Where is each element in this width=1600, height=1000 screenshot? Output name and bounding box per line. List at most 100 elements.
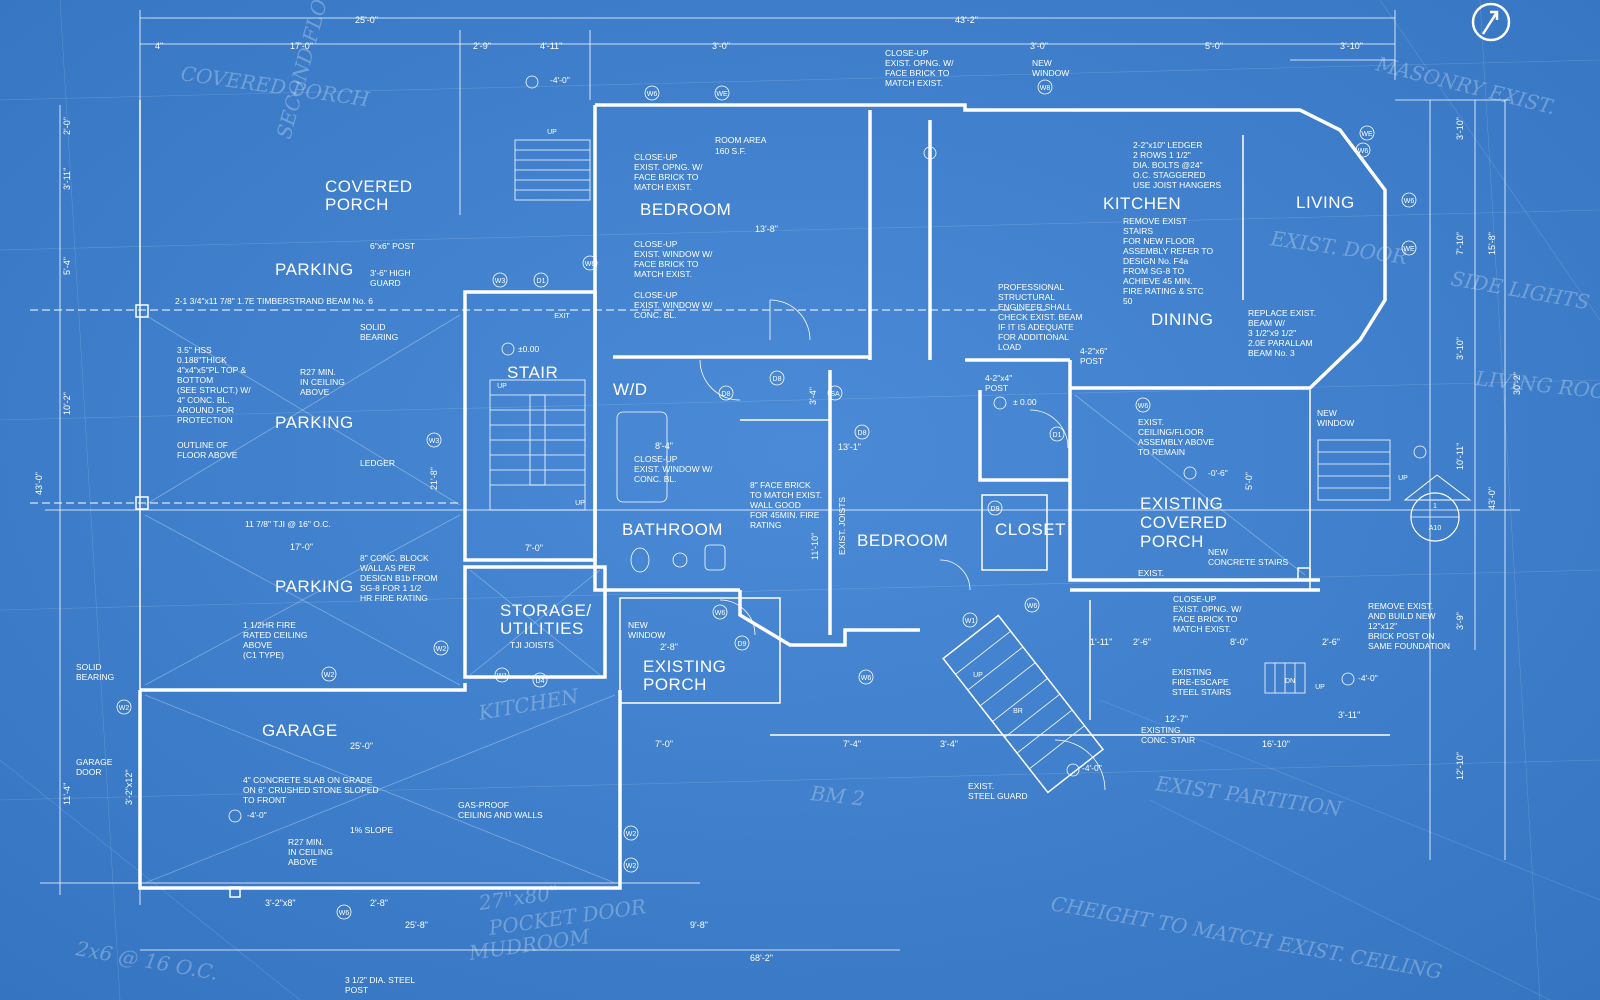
svg-text:IF IT IS ADEQUATE: IF IT IS ADEQUATE <box>998 322 1074 332</box>
room-dining: DINING <box>1151 310 1214 329</box>
note-post-4x4: 4-2"x4" POST <box>985 373 1012 393</box>
svg-text:REPLACE EXIST.: REPLACE EXIST. <box>1248 308 1316 318</box>
elevation-markers <box>228 75 1427 823</box>
svg-text:FOR NEW FLOOR: FOR NEW FLOOR <box>1123 236 1195 246</box>
svg-text:1'-11": 1'-11" <box>1090 637 1112 647</box>
note-outline: OUTLINE OF FLOOR ABOVE <box>177 440 238 460</box>
note-slope: 1% SLOPE <box>350 825 393 835</box>
svg-text:4'-11": 4'-11" <box>540 41 562 51</box>
svg-text:12'-7": 12'-7" <box>1165 714 1188 724</box>
tag-up-6: UP <box>973 672 983 679</box>
svg-text:3'-6" HIGH: 3'-6" HIGH <box>370 268 411 278</box>
svg-text:11'-4": 11'-4" <box>62 783 72 805</box>
svg-text:8" CONC. BLOCK: 8" CONC. BLOCK <box>360 553 429 563</box>
room-storage-line2: UTILITIES <box>500 619 584 638</box>
section-marker-a10 <box>1403 474 1472 542</box>
svg-text:12'-10": 12'-10" <box>1455 752 1465 780</box>
svg-text:2'-8": 2'-8" <box>370 898 388 908</box>
svg-text:3'-4": 3'-4" <box>940 739 958 749</box>
svg-text:EXIST. OPNG. W/: EXIST. OPNG. W/ <box>634 162 703 172</box>
note-guard: 3'-6" HIGH GUARD <box>370 268 411 288</box>
note-remove-stairs: REMOVE EXIST STAIRS FOR NEW FLOOR ASSEMB… <box>1123 216 1213 306</box>
tag-d1: D1 <box>1049 426 1065 442</box>
note-elev-5: -4'-0" <box>247 810 267 820</box>
tag-w6: W6 <box>858 669 874 685</box>
svg-text:POST: POST <box>985 383 1008 393</box>
note-r27-1: R27 MIN. IN CEILING ABOVE <box>300 367 345 397</box>
svg-text:BEARING: BEARING <box>360 332 398 342</box>
tag-up-3: UP <box>575 500 585 507</box>
svg-text:CONC. BL.: CONC. BL. <box>634 310 677 320</box>
svg-text:MATCH EXIST.: MATCH EXIST. <box>634 269 692 279</box>
svg-text:EXIST. WINDOW W/: EXIST. WINDOW W/ <box>634 464 713 474</box>
room-bedroom-1: BEDROOM <box>640 200 731 219</box>
svg-text:EXISTING: EXISTING <box>1172 667 1212 677</box>
note-slab: 4" CONCRETE SLAB ON GRADE ON 6" CRUSHED … <box>243 775 379 805</box>
note-elev-3: -4'-0" <box>550 75 570 85</box>
svg-text:REMOVE EXIST: REMOVE EXIST <box>1123 216 1187 226</box>
svg-text:3'-11": 3'-11" <box>1338 710 1360 720</box>
room-existing-porch-line1: EXISTING <box>643 657 726 676</box>
svg-text:7'-10": 7'-10" <box>1455 232 1465 255</box>
svg-text:W3: W3 <box>429 438 440 445</box>
svg-text:W6: W6 <box>1404 198 1415 205</box>
svg-text:BEARING: BEARING <box>76 672 114 682</box>
svg-text:D8: D8 <box>858 430 867 437</box>
note-r27-2: R27 MIN. IN CEILING ABOVE <box>288 837 333 867</box>
svg-text:2-2"x10" LEDGER: 2-2"x10" LEDGER <box>1133 140 1202 150</box>
svg-text:2'-6": 2'-6" <box>1133 637 1151 647</box>
svg-text:EXIST.: EXIST. <box>1138 417 1164 427</box>
tag-we: WE <box>1401 240 1417 256</box>
svg-text:NEW: NEW <box>1208 547 1228 557</box>
svg-text:STEEL GUARD: STEEL GUARD <box>968 791 1028 801</box>
tag-dn: DN <box>1285 678 1295 685</box>
tag-up-5: UP <box>1315 684 1325 691</box>
tag-w8: W8 <box>1037 79 1053 95</box>
svg-text:W1: W1 <box>965 618 976 625</box>
svg-text:3'-9": 3'-9" <box>1455 612 1465 630</box>
tag-w6: W6 <box>1024 597 1040 613</box>
svg-text:30'-2": 30'-2" <box>1512 372 1522 395</box>
note-steel-guard: EXIST. STEEL GUARD <box>968 781 1028 801</box>
tag-w6: W6 <box>336 904 352 920</box>
svg-text:D8: D8 <box>773 376 782 383</box>
note-gas-proof: GAS-PROOF CEILING AND WALLS <box>458 800 543 820</box>
svg-text:25'-0": 25'-0" <box>355 15 378 25</box>
room-wd: W/D <box>613 380 648 399</box>
bathroom-fixtures <box>616 411 726 573</box>
svg-text:13'-8": 13'-8" <box>755 224 778 234</box>
svg-text:WE: WE <box>716 91 728 98</box>
note-ledger-label: LEDGER <box>360 458 395 468</box>
svg-text:CLOSE-UP: CLOSE-UP <box>634 239 678 249</box>
tag-w2: W2 <box>321 666 337 682</box>
note-fire-ceiling: 1 1/2HR FIRE RATED CEILING ABOVE (C1 TYP… <box>243 620 308 660</box>
svg-text:2'-9": 2'-9" <box>473 41 491 51</box>
svg-text:8'-4": 8'-4" <box>655 441 673 451</box>
tag-w6: W6 <box>712 604 728 620</box>
svg-text:FOR 45MIN. FIRE: FOR 45MIN. FIRE <box>750 510 820 520</box>
svg-text:9'-8": 9'-8" <box>690 920 708 930</box>
svg-text:LOAD: LOAD <box>998 342 1021 352</box>
tag-a10: A10 <box>1429 525 1442 532</box>
svg-text:160 S.F.: 160 S.F. <box>715 146 746 156</box>
room-closet: CLOSET <box>995 520 1066 539</box>
svg-text:4": 4" <box>155 41 163 51</box>
note-elev-7: -4'-0" <box>1082 763 1102 773</box>
svg-text:ABOVE: ABOVE <box>300 387 330 397</box>
note-replace-beam: REPLACE EXIST. BEAM W/ 3 1/2"x9 1/2" 2.0… <box>1248 308 1316 358</box>
svg-text:ABOVE: ABOVE <box>288 857 318 867</box>
svg-text:CONC. STAIR: CONC. STAIR <box>1141 735 1195 745</box>
room-stair: STAIR <box>507 363 558 382</box>
note-ledger: 2-2"x10" LEDGER 2 ROWS 1 1/2" DIA. BOLTS… <box>1133 140 1221 190</box>
svg-text:A10: A10 <box>1429 525 1442 532</box>
svg-text:CLOSE-UP: CLOSE-UP <box>634 290 678 300</box>
svg-text:POST: POST <box>1080 356 1103 366</box>
svg-text:3.5" HSS: 3.5" HSS <box>177 345 212 355</box>
svg-text:TO REMAIN: TO REMAIN <box>1138 447 1185 457</box>
svg-text:ON 6" CRUSHED STONE SLOPED: ON 6" CRUSHED STONE SLOPED <box>243 785 379 795</box>
svg-text:BEAM W/: BEAM W/ <box>1248 318 1285 328</box>
note-close-up-1: CLOSE-UP EXIST. OPNG. W/ FACE BRICK TO M… <box>634 152 703 192</box>
svg-text:USE JOIST HANGERS: USE JOIST HANGERS <box>1133 180 1221 190</box>
walls <box>138 100 1390 890</box>
svg-text:DIA. BOLTS @24": DIA. BOLTS @24" <box>1133 160 1203 170</box>
